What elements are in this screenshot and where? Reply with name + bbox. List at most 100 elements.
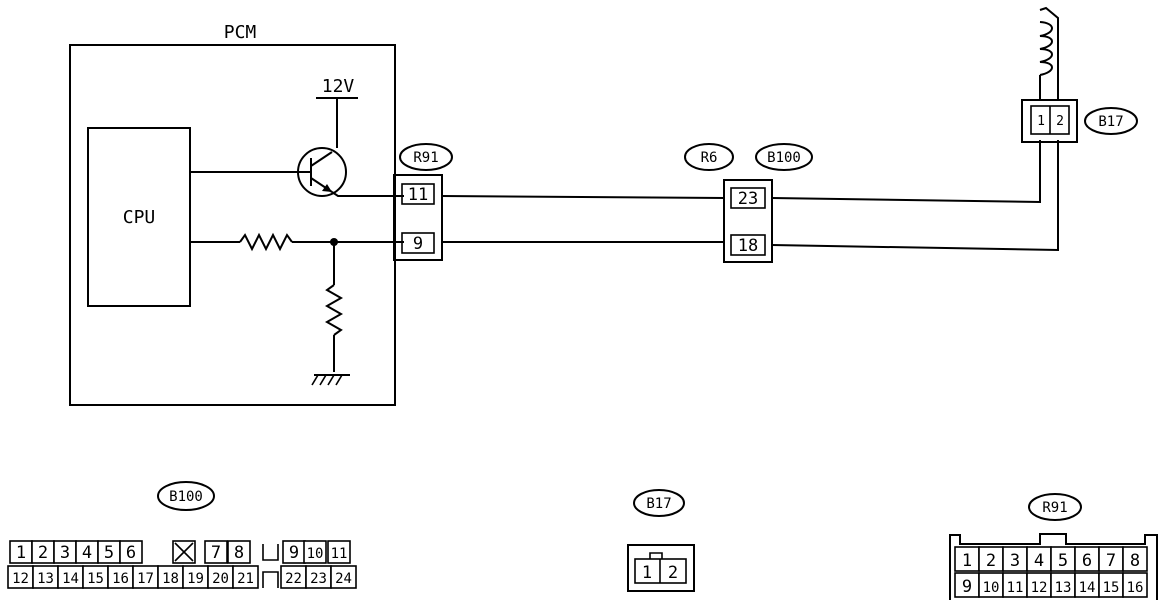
- r91-face-pin-label: 7: [1106, 551, 1116, 571]
- r91-face-pin-label: 9: [962, 577, 972, 597]
- b100-cavity-u-marker: [262, 544, 279, 561]
- b100-face-pin-label: 2: [38, 543, 48, 563]
- r91-face-pin-label: 2: [986, 551, 996, 571]
- b100-face-bubble: [157, 481, 215, 511]
- b100-face-pin-label: 19: [187, 571, 204, 587]
- b17-face-view: B17 1 2: [627, 489, 695, 592]
- r91-face-pin-label: 4: [1034, 551, 1044, 571]
- b17-face-id: B17: [646, 496, 671, 512]
- r91-face-pin-label: 6: [1082, 551, 1092, 571]
- b100-face-pin-label: 24: [335, 571, 352, 587]
- b100-face-pin-label: 14: [62, 571, 79, 587]
- cpu-block: [87, 127, 191, 307]
- b100-face-pin-label: 9: [289, 543, 299, 563]
- b100-face-pin-label: 7: [211, 543, 221, 563]
- r91-face-pin-cell: [1098, 546, 1124, 572]
- r91-face-pin-label: 1: [962, 551, 972, 571]
- b17-face-pin-1: 1: [642, 563, 652, 583]
- r91-face-pin-label: 3: [1010, 551, 1020, 571]
- b100-cavity-n-marker: [262, 571, 279, 588]
- b100-face-pin-cell: [303, 540, 327, 564]
- b17-sensor: 1 2 B17: [1021, 6, 1138, 143]
- r91-face-pin-label: 13: [1055, 580, 1072, 596]
- b100-cavity-x-marker: [172, 540, 196, 564]
- r6-id: R6: [701, 150, 718, 166]
- b100-face-pin-label: 6: [126, 543, 136, 563]
- r91-face-bubble: [1028, 493, 1082, 521]
- b17-bubble: [1084, 107, 1138, 135]
- r91-pin-top: 11: [408, 185, 428, 205]
- r91-face-pin-cell: [954, 572, 980, 598]
- b100-face-pin-cell: [232, 565, 259, 589]
- b100-face-pin-label: 12: [12, 571, 29, 587]
- b100-face-pin-label: 16: [112, 571, 129, 587]
- r91-face-pin-label: 14: [1079, 580, 1096, 596]
- b17-connector-body: [1021, 99, 1078, 143]
- r91-pin-bottom: 9: [413, 234, 423, 254]
- r91-face-pin-label: 10: [983, 580, 1000, 596]
- r91-face-pin-label: 15: [1103, 580, 1120, 596]
- b17-face-body: [627, 544, 695, 592]
- b100-face-pin-label: 11: [331, 546, 348, 562]
- b100-face-pin-label: 20: [212, 571, 229, 587]
- wire-b100-18-to-b17-2: [771, 140, 1059, 252]
- b100-face-pin-label: 22: [285, 571, 302, 587]
- b100-face-pin-label: 10: [307, 546, 324, 562]
- wire-b100-23-to-b17-1: [771, 140, 1041, 204]
- pcm-block: PCM CPU 12V: [69, 22, 404, 406]
- b17-face-bubble: [633, 489, 685, 517]
- r91-bubble: [399, 143, 453, 171]
- b100-face-pin-label: 15: [87, 571, 104, 587]
- r91-face-pin-cell: [1050, 572, 1076, 598]
- r91-face-pin-label: 16: [1127, 580, 1144, 596]
- b100-id: B100: [767, 150, 801, 166]
- r91-face-pin-cell: [1050, 546, 1076, 572]
- coil-symbol: [1039, 21, 1053, 76]
- b100-face-id: B100: [169, 489, 203, 505]
- r91-face-outline: [949, 533, 1158, 600]
- r6-bubble: [684, 143, 734, 171]
- b100-face-pin-cell: [327, 540, 351, 564]
- ground-symbol: [311, 374, 350, 386]
- b100-face-pin-cell: [119, 540, 143, 564]
- b100-face-pin-label: 4: [82, 543, 92, 563]
- r91-inline-connector: 11 9 R91: [393, 143, 453, 261]
- r91-face-pin-label: 5: [1058, 551, 1068, 571]
- r91-id: R91: [413, 150, 438, 166]
- emitter-wire: [331, 191, 404, 197]
- supply-voltage-label: 12V: [322, 76, 355, 97]
- b100-bubble: [755, 143, 813, 171]
- b17-id: B17: [1098, 114, 1123, 130]
- b100-face-pin-label: 23: [310, 571, 327, 587]
- b17-face-latch: [649, 552, 663, 559]
- b100-face-pin-label: 18: [162, 571, 179, 587]
- b100-face-pin-label: 5: [104, 543, 114, 563]
- cpu-label: CPU: [123, 207, 156, 228]
- b100-face-pin-label: 21: [237, 571, 254, 587]
- r91-pin-row-2: 9 10 11 12 13 14 15 16: [954, 572, 1148, 598]
- b100-face-pin-cell: [330, 565, 357, 589]
- r91-face-pin-cell: [1074, 572, 1100, 598]
- b17-pin-left: 1: [1037, 114, 1045, 129]
- b17-face-pin-2: 2: [668, 563, 678, 583]
- r91-face-pin-cell: [954, 546, 980, 572]
- r91-face-id: R91: [1042, 500, 1067, 516]
- r91-face-pin-label: 8: [1130, 551, 1140, 571]
- wire-r91-11-to-b100-23: [441, 195, 726, 199]
- r91-face-pin-label: 11: [1007, 580, 1024, 596]
- b100-face-pin-label: 8: [234, 543, 244, 563]
- r91-face-pin-cell: [1122, 546, 1148, 572]
- b100-face-pin-cell: [227, 540, 251, 564]
- pulldown-resistor: [324, 284, 344, 336]
- r91-face-pin-label: 12: [1031, 580, 1048, 596]
- b17-pin-right: 2: [1056, 114, 1064, 129]
- b100-face-pin-label: 17: [137, 571, 154, 587]
- series-resistor: [239, 232, 293, 252]
- b100-pin-bottom: 18: [738, 236, 758, 256]
